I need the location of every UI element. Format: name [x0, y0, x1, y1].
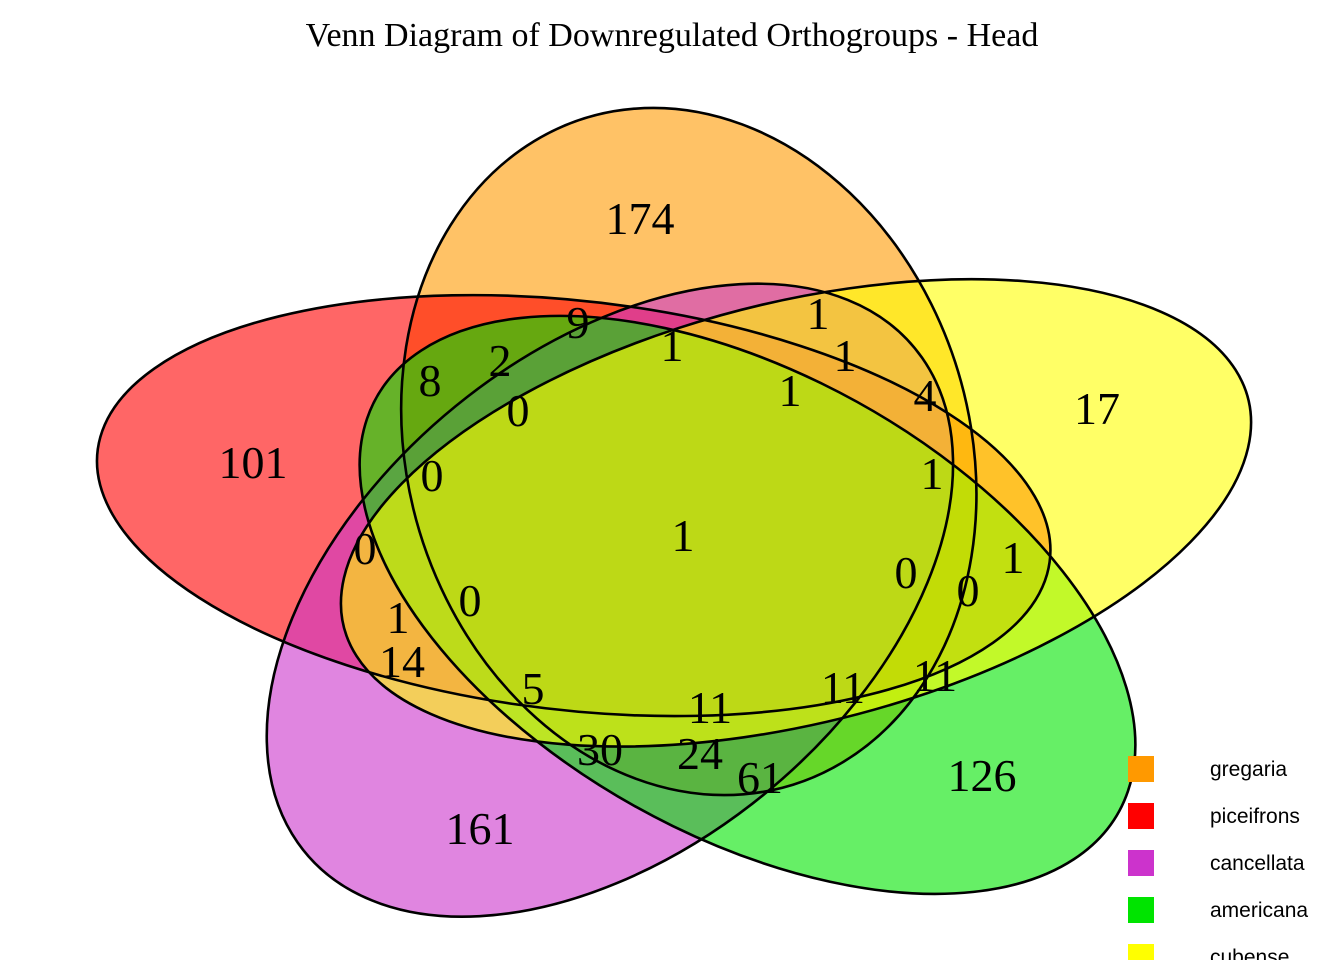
region-count-cancellata-piceifrons: 14	[379, 636, 425, 687]
chart-title: Venn Diagram of Downregulated Orthogroup…	[306, 17, 1039, 54]
venn-ellipse-outlines	[44, 86, 1344, 960]
region-count-cubense-cancellata: 4	[914, 370, 937, 421]
venn-ellipse-cubense	[340, 279, 1252, 747]
legend-label-gregaria: gregaria	[1210, 758, 1287, 781]
region-count-cubense-americana: 1	[1002, 532, 1025, 583]
region-count-gregaria-americana: 9	[567, 297, 590, 348]
region-count-gregaria: 174	[606, 193, 675, 244]
region-count-piceifrons-gregaria-cancellata-americana-cubense: 1	[672, 510, 695, 561]
legend-swatch-cubense	[1128, 944, 1154, 960]
region-count-americana-cancellata: 61	[737, 752, 783, 803]
region-count-americana: 126	[948, 750, 1017, 801]
region-count-piceifrons-cubense: 0	[354, 523, 377, 574]
region-count-piceifrons-cancellata-americana-cubense: 11	[688, 682, 732, 733]
region-count-piceifrons-cubense-americana: 0	[957, 565, 980, 616]
legend-swatch-cancellata	[1128, 850, 1154, 876]
region-count-piceifrons-americana: 11	[913, 650, 957, 701]
legend-label-americana: americana	[1210, 899, 1308, 922]
region-count-piceifrons-gregaria-cancellata-americana: 0	[459, 575, 482, 626]
region-count-gregaria-cancellata-americana: 24	[677, 728, 723, 779]
legend-label-cubense: cubense	[1210, 946, 1289, 960]
region-count-gregaria-cubense-americana-cancellata: 0	[895, 547, 918, 598]
region-count-piceifrons-gregaria-cancellata-cubense: 0	[507, 385, 530, 436]
region-count-gregaria-cubense-americana: 1	[921, 448, 944, 499]
region-count-piceifrons-gregaria-cubense-americana: 1	[779, 365, 802, 416]
region-count-gregaria-cubense-cancellata: 1	[834, 330, 857, 381]
legend-label-piceifrons: piceifrons	[1210, 805, 1300, 828]
region-count-cancellata: 161	[446, 803, 515, 854]
venn-ellipse-fills	[97, 107, 1252, 917]
region-count-piceifrons-gregaria-cancellata: 0	[421, 450, 444, 501]
region-count-piceifrons-gregaria-americana: 2	[489, 335, 512, 386]
region-count-piceifrons-cancellata-cubense: 1	[387, 592, 410, 643]
region-count-piceifrons-cancellata-americana: 5	[522, 663, 545, 714]
region-count-gregaria-cubense: 1	[807, 288, 830, 339]
region-count-piceifrons-gregaria-cubense: 1	[661, 320, 684, 371]
legend-label-cancellata: cancellata	[1210, 852, 1305, 875]
legend-swatch-piceifrons	[1128, 803, 1154, 829]
region-count-piceifrons-gregaria: 8	[419, 355, 442, 406]
legend-swatch-americana	[1128, 897, 1154, 923]
region-count-piceifrons: 101	[219, 437, 288, 488]
venn-outline-cubense	[239, 185, 1344, 841]
region-count-cubense-americana-cancellata: 11	[821, 662, 865, 713]
legend: gregaria piceifrons cancellata americana…	[1128, 756, 1308, 960]
legend-swatch-gregaria	[1128, 756, 1154, 782]
region-count-cubense: 17	[1074, 383, 1120, 434]
region-count-gregaria-cancellata: 30	[577, 724, 623, 775]
